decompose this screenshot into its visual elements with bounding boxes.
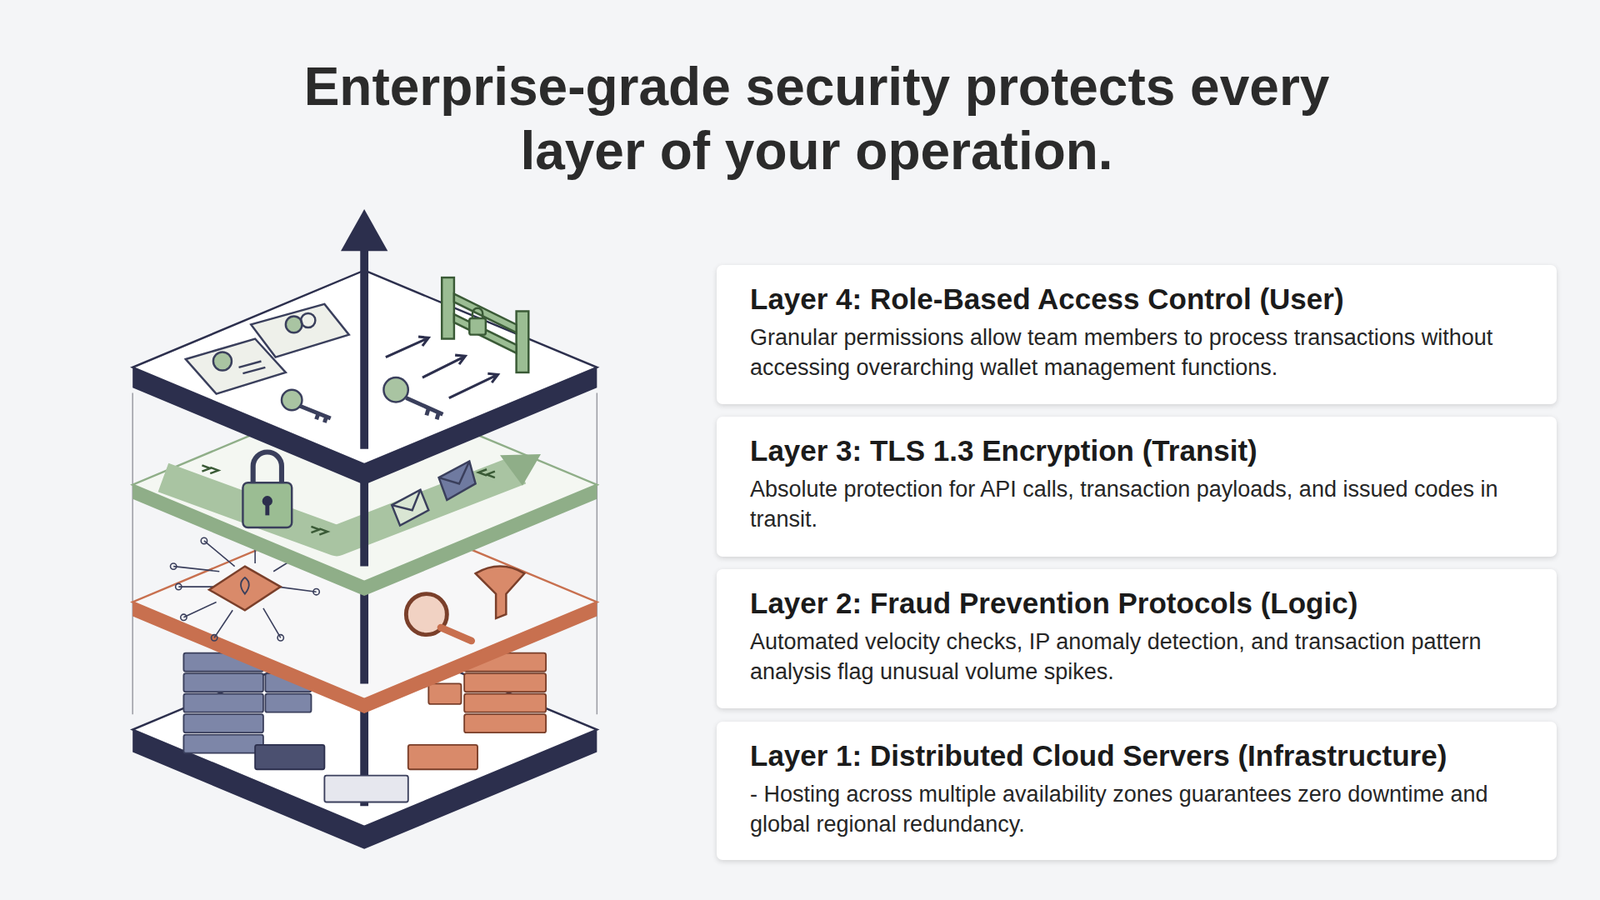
layer-card: Layer 2: Fraud Prevention Protocols (Log… [716, 569, 1557, 709]
layer-card: Layer 1: Distributed Cloud Servers (Infr… [716, 721, 1557, 860]
layer-description: - Hosting across multiple availability z… [750, 780, 1524, 840]
guide-line [596, 392, 598, 715]
guide-line [131, 392, 133, 715]
layer-card: Layer 3: TLS 1.3 Encryption (Transit) Abs… [716, 416, 1557, 557]
layer-card: Layer 4: Role-Based Access Control (User… [716, 265, 1557, 405]
layer-description: Granular permissions allow team members … [750, 323, 1524, 384]
user-layer [132, 209, 597, 485]
layer-heading: Layer 2: Fraud Prevention Protocols (Log… [750, 585, 1524, 621]
layer-heading: Layer 1: Distributed Cloud Servers (Infr… [750, 738, 1524, 774]
layer-heading: Layer 4: Role-Based Access Control (User… [750, 281, 1524, 317]
layer-heading: Layer 3: TLS 1.3 Encryption (Transit) [750, 433, 1524, 469]
layer-description: Automated velocity checks, IP anomaly de… [750, 627, 1524, 688]
layer-description: Absolute protection for API calls, trans… [750, 475, 1524, 535]
page-title: Enterprise-grade security protects every… [266, 55, 1367, 184]
